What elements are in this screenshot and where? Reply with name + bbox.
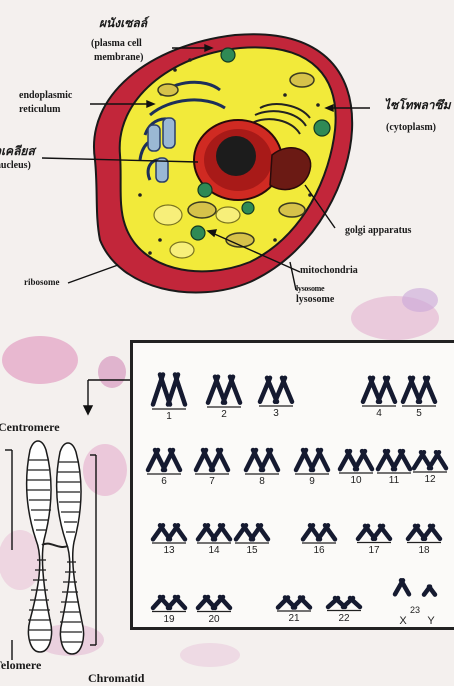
chromosome-17-b2 [380,526,390,539]
chromosome-number-21: 21 [288,613,299,624]
chromosome-14-b2 [220,525,230,539]
chromosome-8-b2 [268,450,278,470]
centromere [42,544,68,547]
chromosome-number-10: 10 [350,475,361,486]
chromosome-16-b2 [325,525,335,539]
chromosome-12-b2 [436,452,446,468]
sex-label-23: 23 [410,605,420,615]
sex-label-y: Y [427,615,434,627]
chromosome-6-b2 [170,450,180,470]
chromosome-number-6: 6 [161,476,167,487]
chromatid-label: Chromatid [88,671,144,686]
chromosome-20-b2 [220,597,230,608]
sex-label-x: X [399,615,406,627]
chromosome-10-b2 [362,451,372,469]
chromosome-number-15: 15 [246,545,257,556]
centromere-label: Centromere [0,420,60,435]
chromosome-number-16: 16 [313,545,324,556]
chromosome-number-17: 17 [368,545,379,556]
chromosome-11-b2 [400,451,410,469]
chromosome-22-b2 [350,598,360,607]
chromosome-number-18: 18 [418,545,429,556]
chromosome-9-b2 [318,450,328,470]
chromosome-15-b2 [258,525,268,539]
chromosome-number-11: 11 [389,475,399,486]
chromosome-number-8: 8 [259,476,265,487]
chromosome-number-14: 14 [208,545,219,556]
er-label-1: endoplasmic [19,90,72,101]
chromosome-number-3: 3 [273,408,279,419]
chromosome-number-4: 4 [376,408,382,419]
chromosome-18-b2 [430,526,440,539]
lysosome-label-2: lysosome [296,294,334,305]
chromosome-2-b2 [230,377,240,403]
chromosome-number-22: 22 [338,613,349,624]
chromosome-7-b2 [218,450,228,470]
er-label-2: reticulum [19,104,60,115]
chromosome-13-b2 [175,525,185,539]
chromosome-number-9: 9 [309,476,315,487]
chromosome-x2 [401,580,409,594]
chromosome-number-19: 19 [163,614,174,625]
chromosome-number-7: 7 [209,476,215,487]
chromosome-4-b2 [385,378,395,402]
chromosome-21-b2 [300,598,310,608]
chromosome-3-b2 [282,378,292,402]
mitochondria-label: mitochondria [300,265,358,276]
chromosome-number-12: 12 [424,474,435,485]
cytoplasm-thai-label: ไซโทพลาซึม [384,96,451,115]
chromosome-y2 [429,587,435,595]
chromosome-number-13: 13 [163,545,174,556]
chromosome-number-2: 2 [221,409,227,420]
nucleolus [216,136,256,176]
cytoplasm-label: (cytoplasm) [386,122,436,133]
membrane-label-2: membrane) [94,52,143,63]
animal-cell-diagram [0,0,454,330]
chromosome-number-1: 1 [166,411,172,422]
karyotype-chromosomes [133,343,454,627]
telomere-label: Telomere [0,658,41,673]
chromosome-19-b2 [175,597,185,608]
membrane-thai-label: ผนังเซลล์ [99,14,147,33]
chromosome-closeup [0,360,130,686]
ribosome-label: ribosome [24,277,60,287]
lysosome-label-1: lysosome [296,284,324,293]
chromosome-number-20: 20 [208,614,219,625]
nucleus-label: (nucleus) [0,160,31,171]
chromosome-number-5: 5 [416,408,422,419]
chromosome-1-b2 [175,375,185,405]
chromosome-5-b2 [425,378,435,402]
membrane-label-1: (plasma cell [91,38,142,49]
nucleus-thai-label: นิวเคลียส [0,142,35,161]
golgi-label: golgi apparatus [345,225,411,236]
